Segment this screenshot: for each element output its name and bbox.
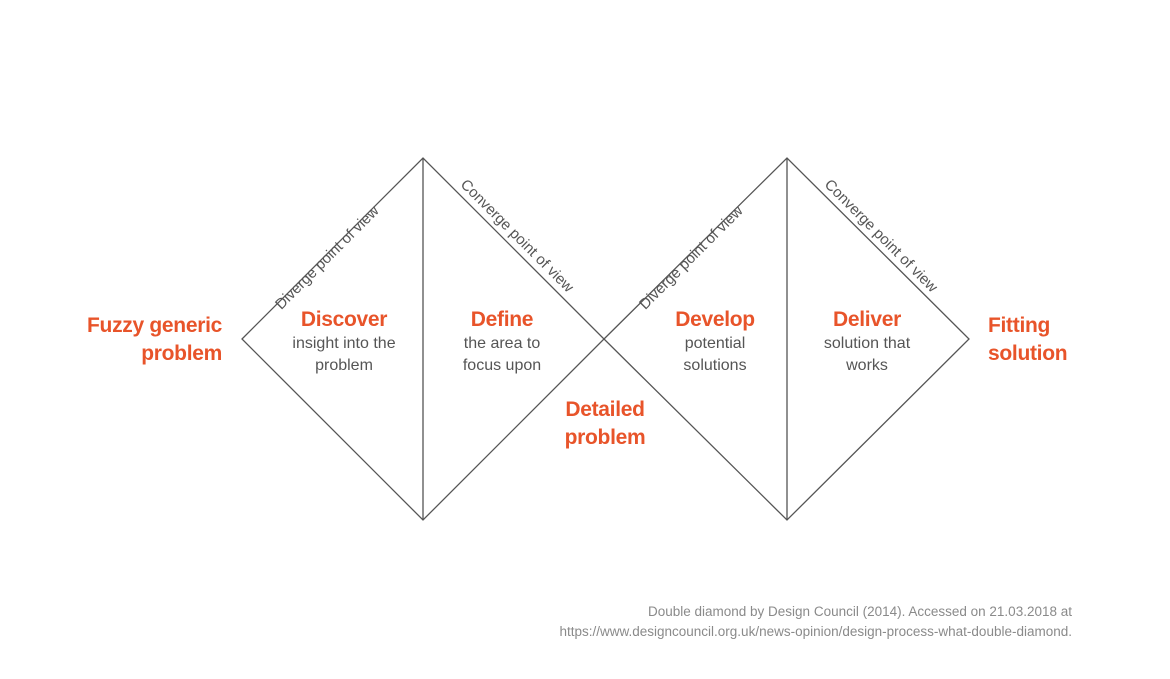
middle-label-line: Detailed [565,398,645,421]
start-label-line: problem [141,342,222,365]
middle-label-line: problem [564,426,646,449]
phase-desc-line: works [846,357,888,374]
end-label: Fitting solution [988,312,1138,368]
phase-define: Define the area to focus upon [417,306,587,377]
end-label-line: Fitting [988,314,1051,337]
phase-desc-line: focus upon [462,357,542,374]
diamond-2 [603,157,970,521]
phase-desc-line: the area to [463,335,541,352]
phase-discover: Discover insight into the problem [259,306,429,377]
citation: Double diamond by Design Council (2014).… [472,602,1072,642]
phase-deliver: Deliver solution that works [782,306,952,377]
start-label-line: Fuzzy generic [87,314,222,337]
phase-desc-line: solution that [823,335,911,352]
start-label: Fuzzy generic problem [60,312,222,368]
citation-line: Double diamond by Design Council (2014).… [647,604,1072,619]
phase-desc-line: insight into the [292,335,396,352]
phase-desc-line: solutions [683,357,747,374]
phase-title: Develop [675,308,755,331]
phase-title: Deliver [833,308,901,331]
citation-line: https://www.designcouncil.org.uk/news-op… [559,624,1072,639]
phase-desc-line: potential [684,335,746,352]
phase-title: Discover [300,308,388,331]
phase-develop: Develop potential solutions [630,306,800,377]
phase-title: Define [470,308,534,331]
middle-label: Detailed problem [540,396,670,452]
end-label-line: solution [988,342,1068,365]
phase-desc-line: problem [315,357,373,374]
